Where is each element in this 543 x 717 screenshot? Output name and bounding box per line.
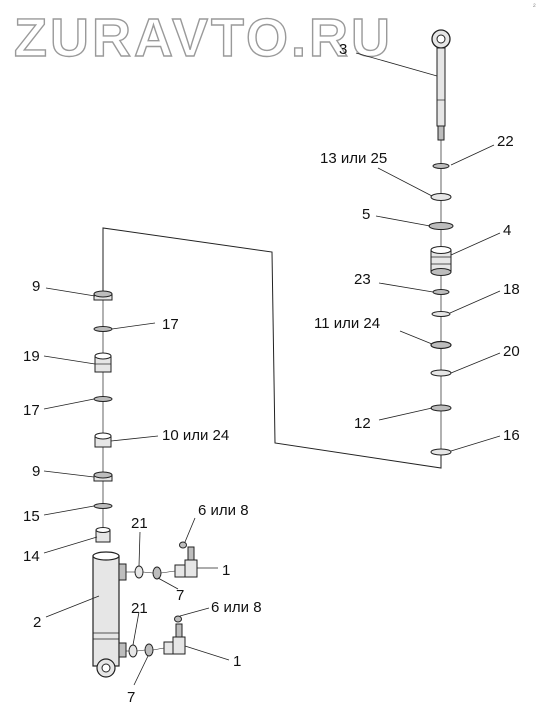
callout-1-lower: 1 — [233, 653, 241, 670]
callout-18: 18 — [503, 281, 520, 298]
callout-1-upper: 1 — [222, 562, 230, 579]
callout-12: 12 — [354, 415, 371, 432]
callout-15: 15 — [23, 508, 40, 525]
watermark-logo: ZURAVTO.RU — [14, 8, 393, 68]
washer-part-16 — [430, 448, 452, 456]
callout-16: 16 — [503, 427, 520, 444]
callout-5: 5 — [362, 206, 370, 223]
gland-part-9-lower — [93, 471, 113, 482]
ring-part-18 — [431, 311, 451, 317]
callout-11: 11 или 24 — [314, 315, 380, 332]
ring-part-11 — [430, 340, 452, 350]
washer-part-7-lower — [144, 643, 154, 657]
nut-part-14 — [95, 527, 111, 543]
callout-14: 14 — [23, 548, 40, 565]
callout-17-lower: 17 — [23, 402, 40, 419]
sleeve-part-10 — [94, 432, 112, 448]
gland-part-9-top — [93, 290, 113, 301]
plug-part-6-lower — [174, 615, 182, 623]
assembly-path-line — [102, 227, 442, 469]
callout-21-upper: 21 — [131, 515, 148, 532]
callout-7-lower: 7 — [127, 689, 135, 706]
callout-7-upper: 7 — [176, 587, 184, 604]
ring-part-12 — [430, 404, 452, 412]
washer-part-7-upper — [152, 566, 162, 580]
cylinder-body-part-2 — [92, 551, 127, 678]
washer-part-21-lower — [128, 644, 138, 658]
piston-part-4 — [430, 246, 452, 276]
bushing-part-19 — [94, 352, 112, 373]
callout-23: 23 — [354, 271, 371, 288]
ring-part-17-top — [93, 326, 113, 332]
plug-part-6-upper — [179, 541, 187, 549]
left-leader-lines — [43, 287, 230, 686]
washer-part-21-upper — [134, 565, 144, 579]
right-leader-lines — [355, 52, 501, 452]
ring-part-20 — [430, 369, 452, 377]
ring-part-15 — [93, 503, 113, 509]
callout-10: 10 или 24 — [162, 427, 229, 444]
callout-4: 4 — [503, 222, 511, 239]
piston-rod-part-3 — [431, 29, 451, 141]
callout-2: 2 — [33, 614, 41, 631]
fitting-part-1-lower — [172, 636, 186, 655]
callout-22: 22 — [497, 133, 514, 150]
seal-ring-part-22 — [432, 163, 450, 169]
upper-fitting-group — [126, 541, 198, 580]
ring-part-17-lower — [93, 396, 113, 402]
fitting-part-1-upper — [184, 559, 198, 578]
callout-19: 19 — [23, 348, 40, 365]
callout-3: 3 — [339, 41, 347, 58]
washer-part-13 — [430, 193, 452, 201]
callout-13: 13 или 25 — [320, 150, 387, 167]
corner-mark: ² — [533, 2, 536, 11]
callout-20: 20 — [503, 343, 520, 360]
callout-21-lower: 21 — [131, 600, 148, 617]
callout-6-lower: 6 или 8 — [211, 599, 262, 616]
ring-part-5 — [428, 222, 454, 230]
lower-fitting-group — [126, 615, 186, 658]
callout-6-upper: 6 или 8 — [198, 502, 249, 519]
callout-17-top: 17 — [162, 316, 179, 333]
ring-part-23 — [432, 289, 450, 295]
callout-9-top: 9 — [32, 278, 40, 295]
callout-9-lower: 9 — [32, 463, 40, 480]
